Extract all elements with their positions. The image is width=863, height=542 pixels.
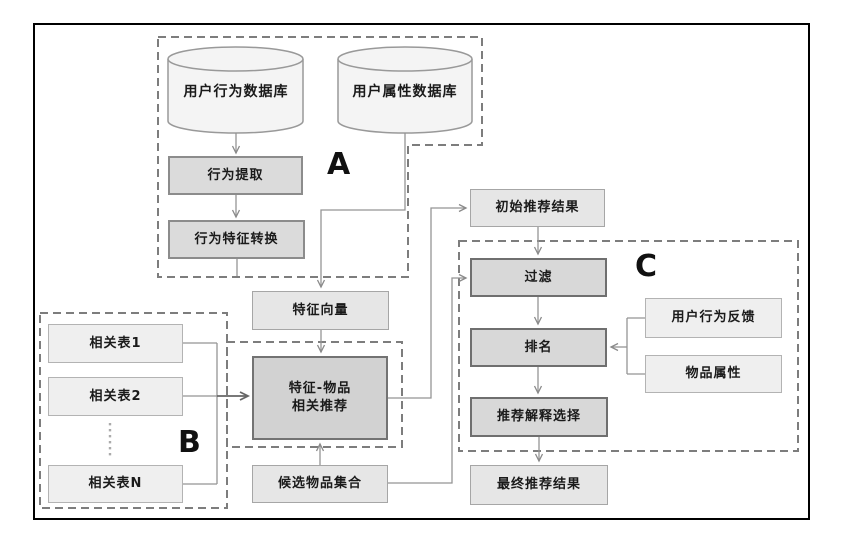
node-initial-result: 初始推荐结果 (470, 189, 605, 227)
group-b-label: B (178, 425, 201, 460)
node-behavior-db-label: 用户行为数据库 (183, 84, 289, 100)
group-a-outline (157, 36, 483, 278)
node-related-table-1: 相关表1 (48, 324, 183, 363)
feature-item-outline (226, 341, 403, 448)
connectors (183, 133, 645, 485)
node-final-result: 最终推荐结果 (470, 465, 608, 505)
behavior-db-cylinder (167, 46, 304, 134)
node-behavior-feature-convert: 行为特征转换 (168, 220, 305, 259)
group-b-outline (39, 312, 228, 509)
attribute-db-cylinder (337, 46, 473, 134)
node-behavior-extract: 行为提取 (168, 156, 303, 195)
edge-attributedb-to-featurevector (316, 133, 406, 289)
node-explain-select: 推荐解释选择 (470, 397, 608, 437)
node-ranking: 排名 (470, 328, 607, 367)
node-item-attribute: 物品属性 (645, 355, 782, 393)
node-feature-vector: 特征向量 (252, 291, 389, 330)
node-attribute-db-label: 用户属性数据库 (352, 84, 458, 100)
node-user-behavior-feedback: 用户行为反馈 (645, 298, 782, 338)
node-feature-item-recommend: 特征-物品 相关推荐 (252, 356, 388, 440)
group-c-label: C (635, 249, 658, 284)
node-related-table-2: 相关表2 (48, 377, 183, 416)
node-related-table-n: 相关表N (48, 465, 183, 503)
edge-featureitem-to-initial (388, 203, 468, 399)
edge-candidate-to-filter (388, 273, 468, 484)
node-candidate-set: 候选物品集合 (252, 465, 388, 503)
node-filter: 过滤 (470, 258, 607, 297)
group-c-outline (458, 240, 799, 452)
group-a-label: A (327, 147, 351, 182)
